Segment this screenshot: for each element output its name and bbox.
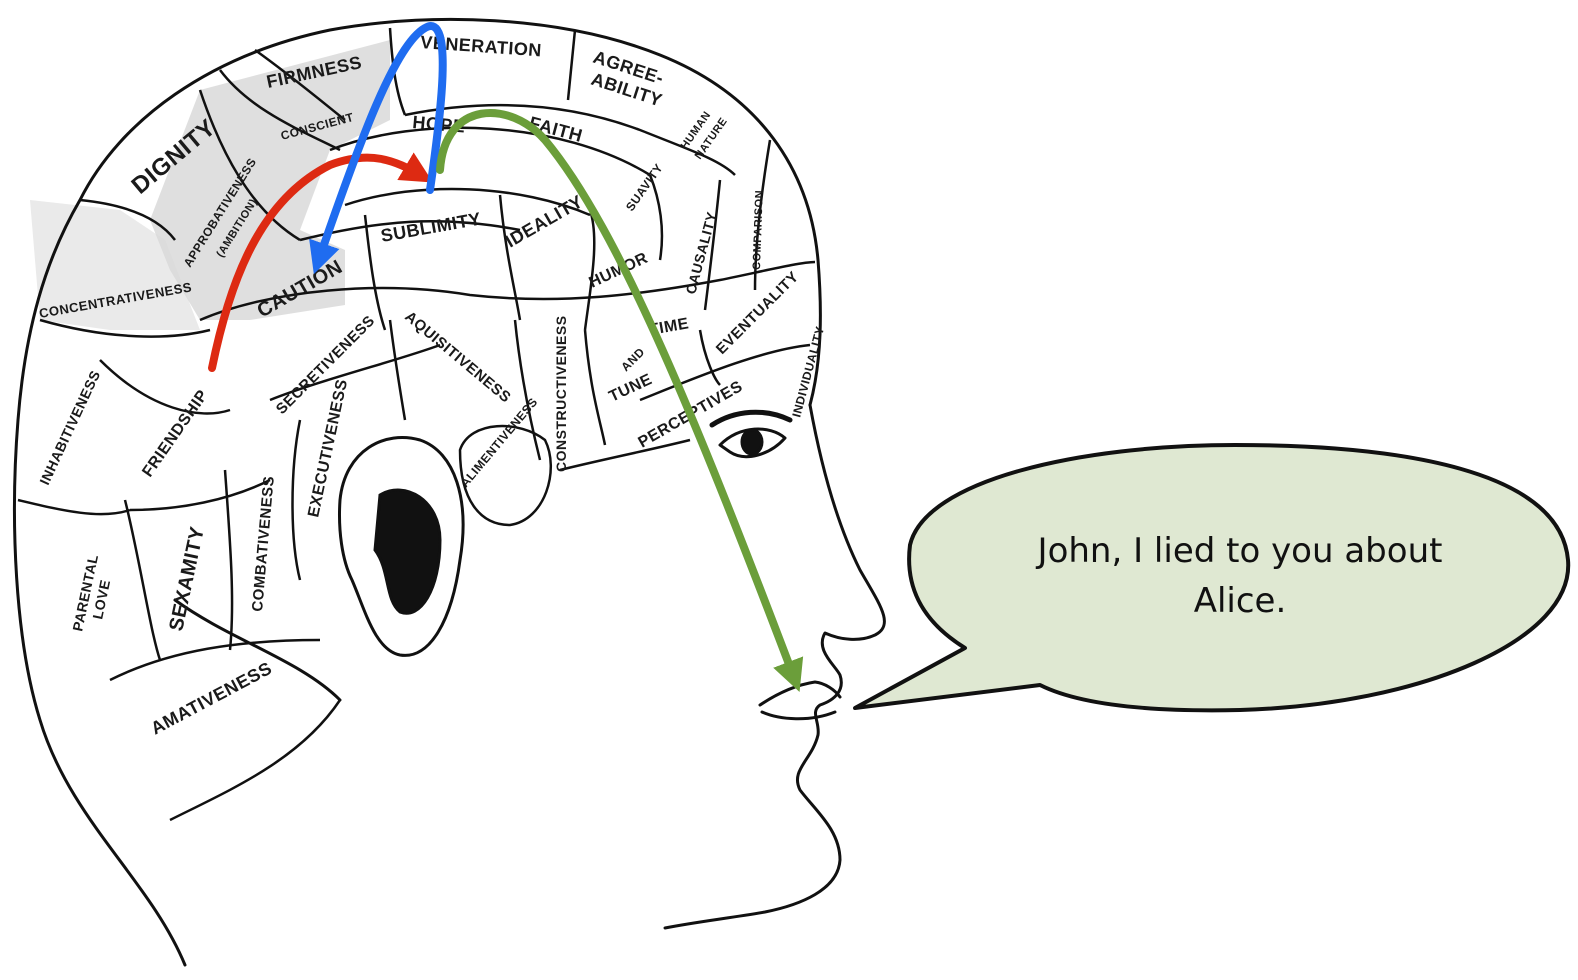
label-sublimity: SUBLIMITY xyxy=(379,209,482,246)
label-amativeness: AMATIVENESS xyxy=(147,658,275,739)
label-comparison: COMPARISON xyxy=(751,190,766,270)
speech-line-2: Alice. xyxy=(1194,581,1287,621)
speech-bubble-shape xyxy=(855,445,1568,710)
label-aquisitiveness: AQUISITIVENESS xyxy=(401,308,514,406)
ear xyxy=(340,438,464,656)
eyebrow xyxy=(712,412,790,425)
speech-bubble: John, I lied to you about Alice. xyxy=(855,445,1568,710)
face-profile xyxy=(665,405,884,928)
label-eventuality: EVENTUALITY xyxy=(713,268,803,358)
shaded-regions xyxy=(30,40,390,330)
label-constructiveness: CONSTRUCTIVENESS xyxy=(553,315,569,472)
pupil xyxy=(742,430,762,454)
label-causality: CAUSALITY xyxy=(682,210,719,296)
label-secretiveness: SECRETIVENESS xyxy=(273,312,379,418)
label-alimentiveness: ALIMENTIVENESS xyxy=(458,395,541,490)
label-tune-1: AND xyxy=(618,345,647,374)
label-individuality: INDIVIDUALITY xyxy=(789,325,827,419)
lip-lower xyxy=(762,712,835,719)
speech-line-1: John, I lied to you about xyxy=(1036,531,1443,571)
label-combativeness: COMBATIVENESS xyxy=(249,475,278,612)
label-inhabitiveness: INHABITIVENESS xyxy=(36,368,103,488)
label-friendship: FRIENDSHIP xyxy=(139,387,211,480)
label-tune-2: TUNE xyxy=(607,371,655,406)
